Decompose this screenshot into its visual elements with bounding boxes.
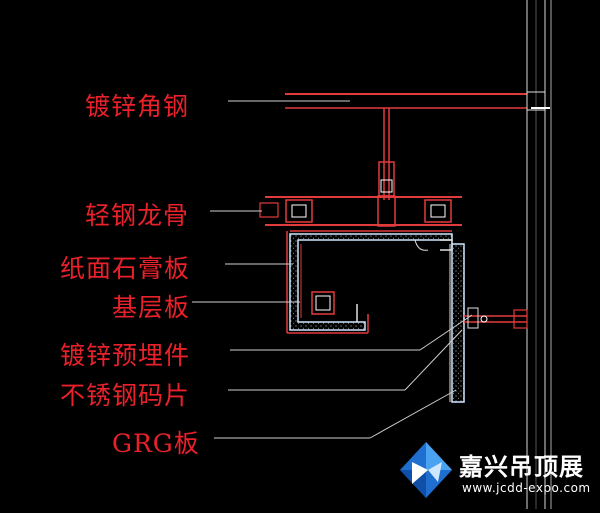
label-stainless-steel-clip: 不锈钢码片 (60, 381, 191, 410)
grg-board (449, 243, 465, 403)
label-galvanized-angle-steel: 镀锌角钢 (85, 92, 190, 121)
label-base-board: 基层板 (112, 293, 191, 322)
wall-lines (526, 0, 552, 509)
label-galvanized-embedded-part: 镀锌预埋件 (60, 341, 191, 370)
expo-logo-icon (400, 442, 452, 498)
label-light-steel-keel: 轻钢龙骨 (85, 201, 190, 230)
hanger-rod (377, 108, 396, 227)
label-grg-board: GRG板 (112, 429, 200, 458)
logo-url: www.jcdd-expo.com (462, 481, 591, 495)
light-steel-keel (259, 196, 462, 226)
gypsum-board (286, 230, 453, 334)
stainless-clip (464, 307, 528, 329)
label-gypsum-board: 纸面石膏板 (60, 254, 191, 283)
leader-lines (192, 100, 473, 439)
logo-name: 嘉兴吊顶展 (459, 453, 584, 481)
base-board (311, 239, 453, 315)
